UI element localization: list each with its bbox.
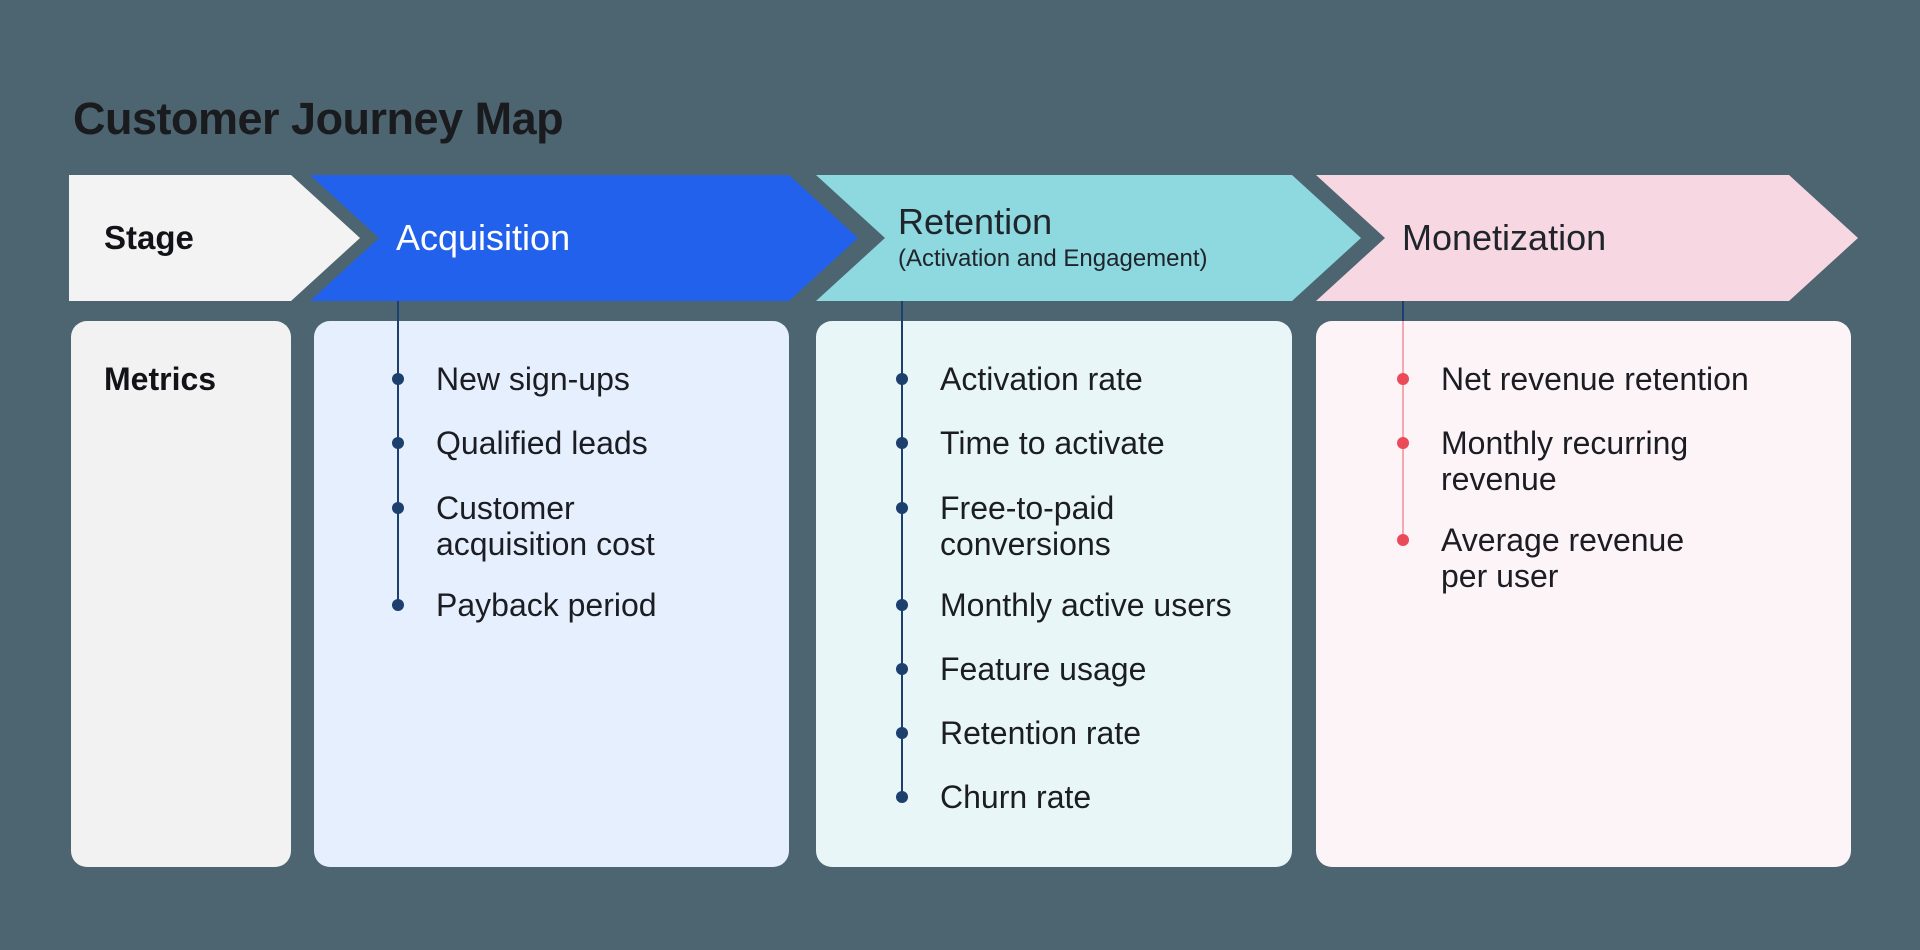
metric-item: Feature usage bbox=[896, 651, 1146, 687]
metric-item: Average revenue per user bbox=[1397, 522, 1684, 594]
metrics-header-box bbox=[71, 321, 291, 867]
bullet-icon bbox=[896, 502, 908, 514]
bullet-icon bbox=[1397, 437, 1409, 449]
stage-header-arrow: Stage bbox=[69, 175, 360, 301]
metric-item: Monthly active users bbox=[896, 587, 1232, 623]
bullet-icon bbox=[1397, 373, 1409, 385]
metric-item: Time to activate bbox=[896, 425, 1165, 461]
bullet-icon bbox=[392, 502, 404, 514]
bullet-icon bbox=[896, 791, 908, 803]
stage-arrow-acquisition: Acquisition bbox=[310, 175, 858, 301]
metrics-box-acquisition bbox=[314, 321, 789, 867]
bullet-icon bbox=[896, 373, 908, 385]
connector-line-retention bbox=[901, 301, 903, 797]
metric-item: Retention rate bbox=[896, 715, 1141, 751]
metric-item: Qualified leads bbox=[392, 425, 648, 461]
bullet-icon bbox=[392, 373, 404, 385]
bullet-icon bbox=[896, 599, 908, 611]
metrics-box-retention bbox=[816, 321, 1292, 867]
bullet-icon bbox=[896, 727, 908, 739]
metrics-box-monetization bbox=[1316, 321, 1851, 867]
metric-item: New sign-ups bbox=[392, 361, 630, 397]
metric-item: Free-to-paid conversions bbox=[896, 490, 1114, 562]
connector-line-acquisition bbox=[397, 301, 399, 605]
stage-arrow-retention-sublabel: (Activation and Engagement) bbox=[898, 245, 1208, 273]
stage-arrow-retention-label: Retention bbox=[898, 200, 1053, 242]
metric-item: Customer acquisition cost bbox=[392, 490, 655, 562]
metric-item: Churn rate bbox=[896, 779, 1091, 815]
connector-line-monetization bbox=[1402, 321, 1404, 540]
metrics-header-label: Metrics bbox=[104, 361, 217, 397]
stage-arrow-acquisition-label: Acquisition bbox=[396, 217, 571, 259]
bullet-icon bbox=[1397, 534, 1409, 546]
page-title: Customer Journey Map bbox=[73, 93, 564, 144]
metric-item: Net revenue retention bbox=[1397, 361, 1749, 397]
bullet-icon bbox=[392, 599, 404, 611]
metric-item: Monthly recurring revenue bbox=[1397, 425, 1688, 497]
metric-item: Activation rate bbox=[896, 361, 1143, 397]
bullet-icon bbox=[896, 437, 908, 449]
bullet-icon bbox=[392, 437, 404, 449]
stage-header-label: Stage bbox=[104, 218, 194, 256]
bullet-icon bbox=[896, 663, 908, 675]
metric-item: Payback period bbox=[392, 587, 657, 623]
connector-stub-monetization bbox=[1402, 301, 1404, 321]
stage-arrow-monetization: Monetization bbox=[1316, 175, 1858, 301]
stage-arrow-monetization-label: Monetization bbox=[1402, 217, 1607, 259]
stage-arrow-retention: Retention (Activation and Engagement) bbox=[816, 175, 1361, 301]
